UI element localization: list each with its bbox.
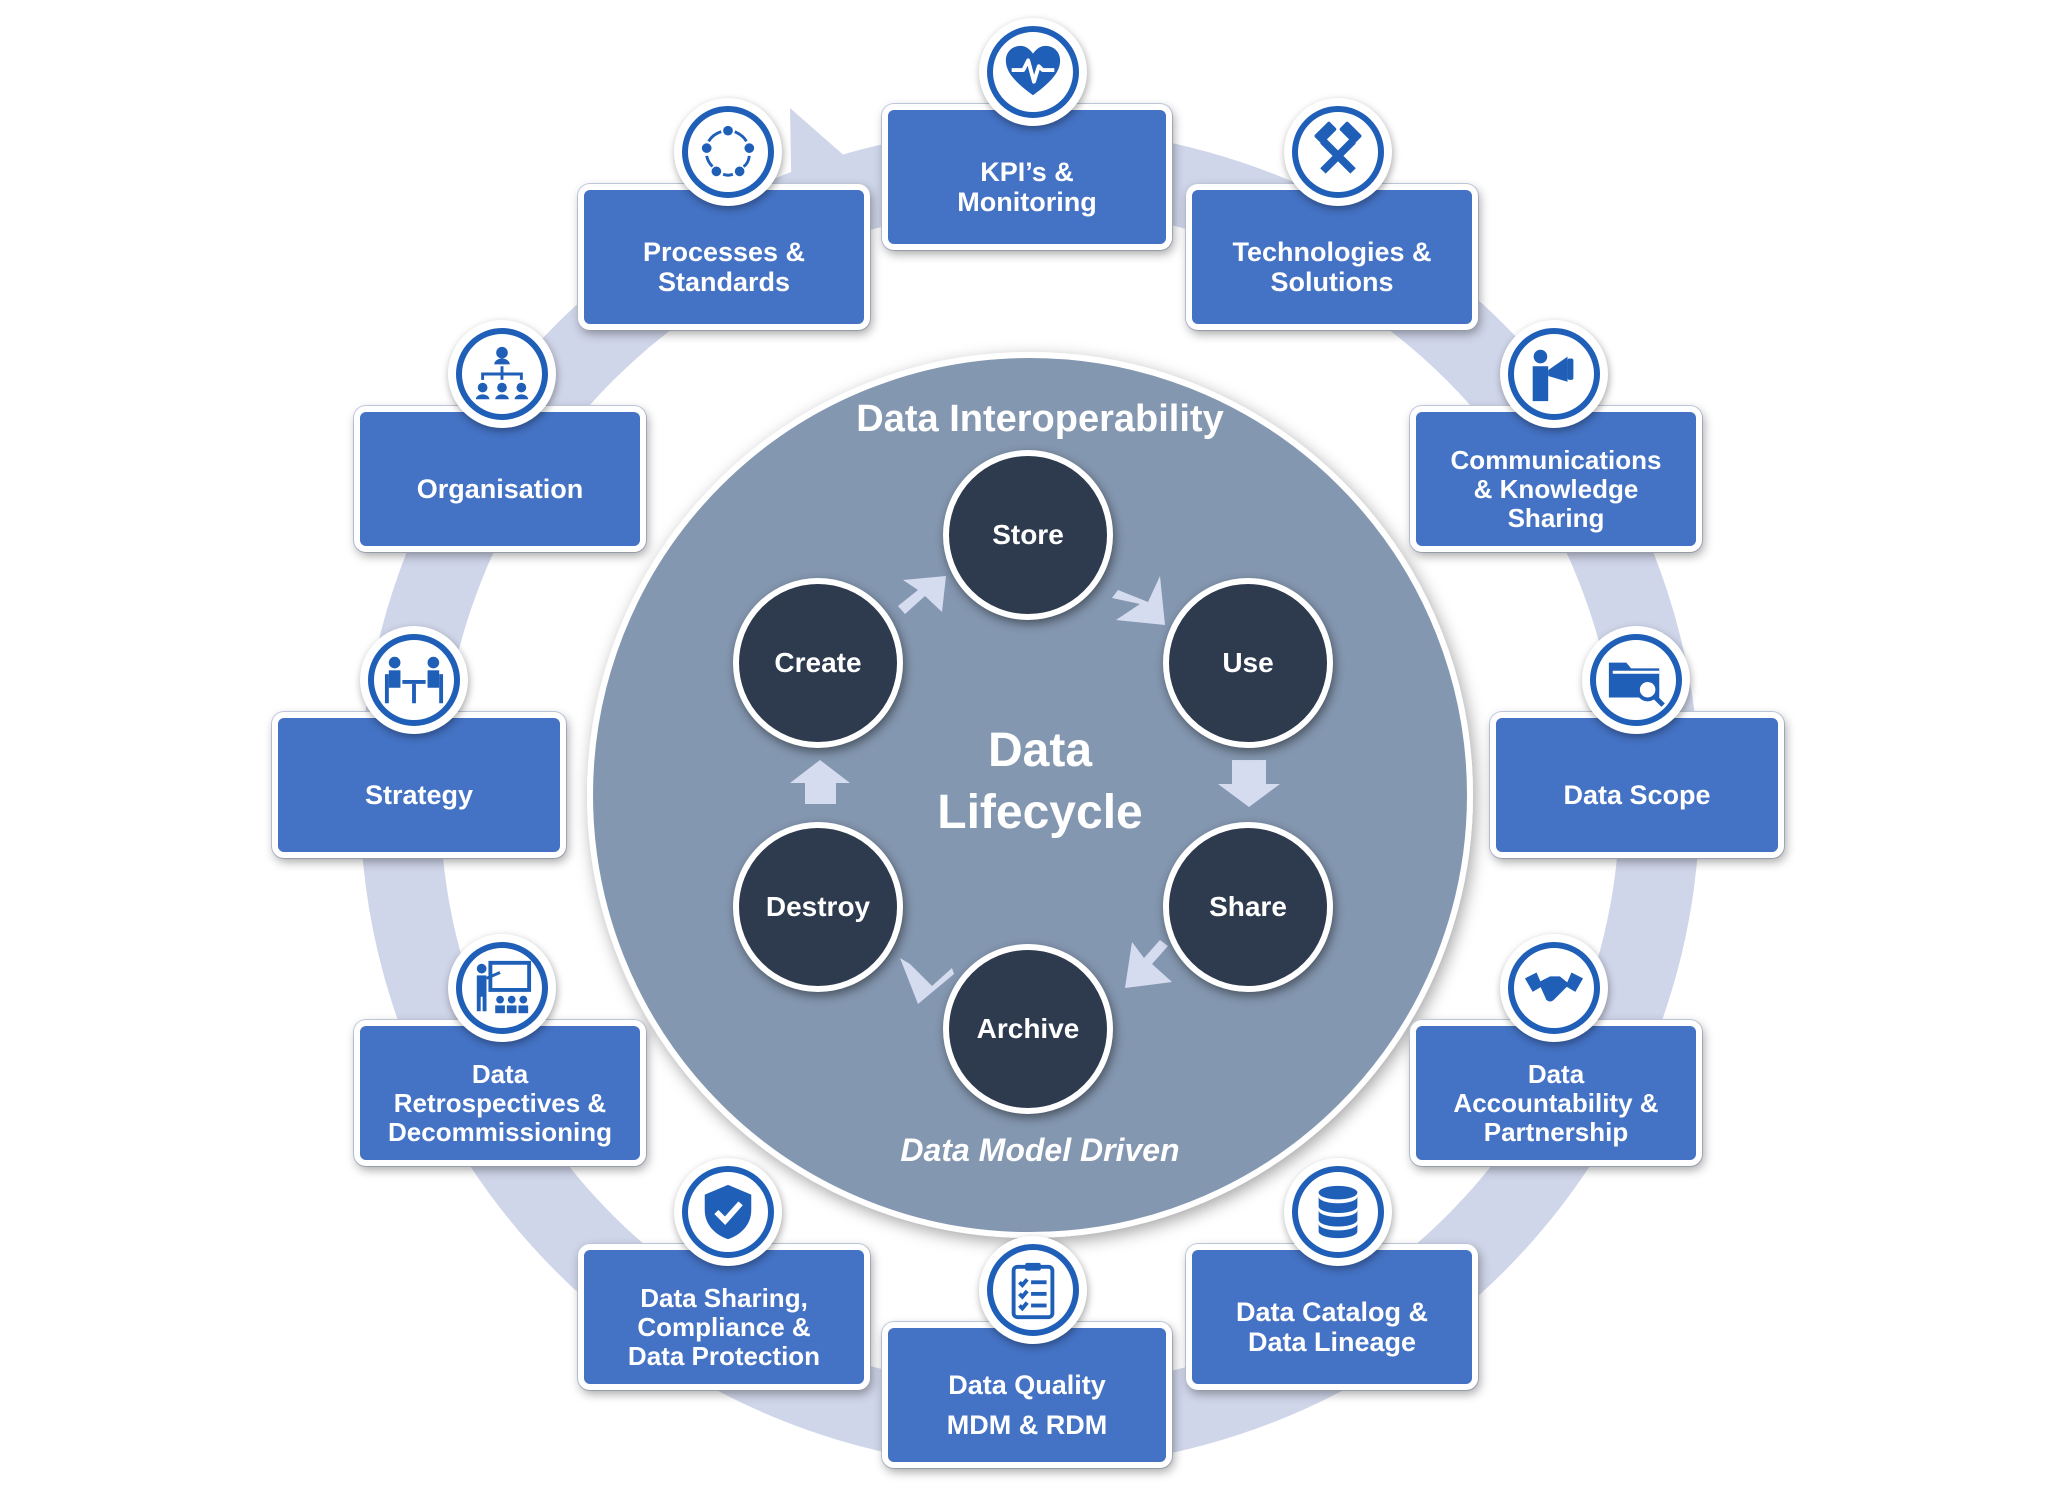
stage-share: Share	[1163, 822, 1333, 992]
node-kpis-monitoring: KPI’s & Monitoring	[882, 104, 1172, 250]
arrow-create-store	[898, 576, 946, 614]
arrow-destroy-create	[790, 760, 850, 804]
megaphone-icon	[1500, 320, 1608, 428]
meeting-table-icon	[360, 626, 468, 734]
stage-archive: Archive	[943, 944, 1113, 1114]
arrow-share-archive	[1125, 940, 1172, 988]
handshake-icon	[1500, 934, 1608, 1042]
arrow-archive-destroy	[900, 958, 954, 1004]
stage-destroy: Destroy	[733, 822, 903, 992]
stage-use: Use	[1163, 578, 1333, 748]
org-chart-icon	[448, 320, 556, 428]
database-icon	[1284, 1158, 1392, 1266]
cycle-arrows-icon	[674, 98, 782, 206]
clipboard-checklist-icon	[979, 1236, 1087, 1344]
heartbeat-icon	[979, 18, 1087, 126]
stage-store: Store	[943, 450, 1113, 620]
node-data-catalog-lineage: Data Catalog & Data Lineage	[1186, 1244, 1478, 1390]
inner-circle	[587, 352, 1473, 1238]
node-data-sharing-compliance: Data Sharing, Compliance & Data Protecti…	[578, 1244, 870, 1390]
data-interoperability-label: Data Interoperability	[856, 398, 1224, 440]
presentation-icon	[448, 934, 556, 1042]
node-communications-knowledge-sharing: Communications & Knowledge Sharing	[1410, 406, 1702, 552]
node-strategy: Strategy	[272, 712, 566, 858]
data-lifecycle-title: Data Lifecycle	[937, 724, 1143, 839]
data-model-driven-label: Data Model Driven	[900, 1132, 1180, 1168]
stage-create: Create	[733, 578, 903, 748]
arrow-store-use	[1112, 576, 1165, 625]
node-data-quality: Data Quality MDM & RDM	[882, 1322, 1172, 1468]
arrow-use-share	[1218, 760, 1280, 807]
node-technologies-solutions: Technologies & Solutions	[1186, 184, 1478, 330]
lifecycle-arrows	[790, 576, 1280, 1004]
shield-check-icon	[674, 1158, 782, 1266]
hammer-wrench-icon	[1284, 98, 1392, 206]
folder-search-icon	[1582, 626, 1690, 734]
